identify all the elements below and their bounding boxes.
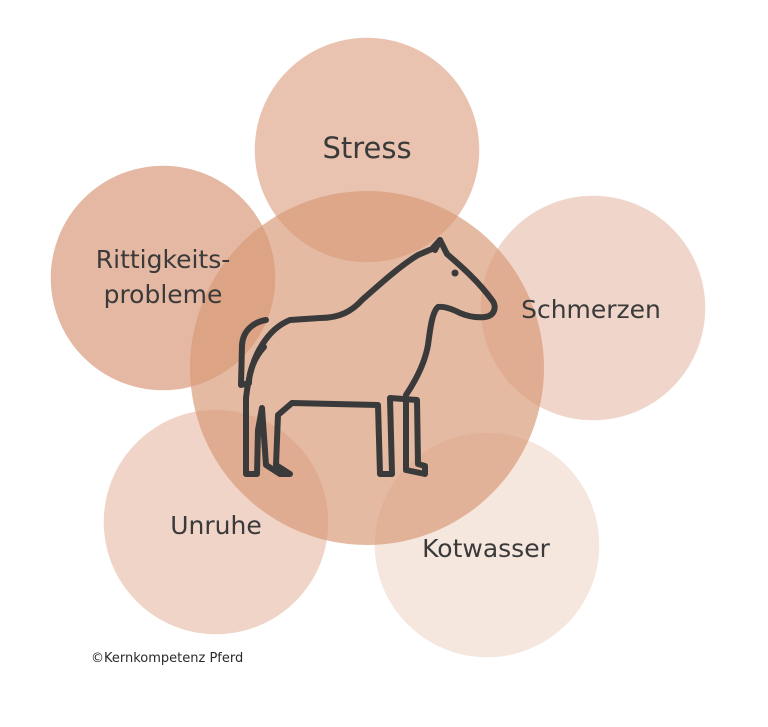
label-stress: Stress xyxy=(322,131,411,165)
horse-icon xyxy=(238,237,498,477)
label-schmerzen: Schmerzen xyxy=(521,295,661,324)
copyright-text: ©Kernkompetenz Pferd xyxy=(91,651,244,666)
label-kotwasser: Kotwasser xyxy=(422,534,550,563)
label-rittigkeits: Rittigkeits- xyxy=(96,245,231,274)
label-unruhe: Unruhe xyxy=(170,511,262,540)
label-probleme: probleme xyxy=(104,280,223,309)
